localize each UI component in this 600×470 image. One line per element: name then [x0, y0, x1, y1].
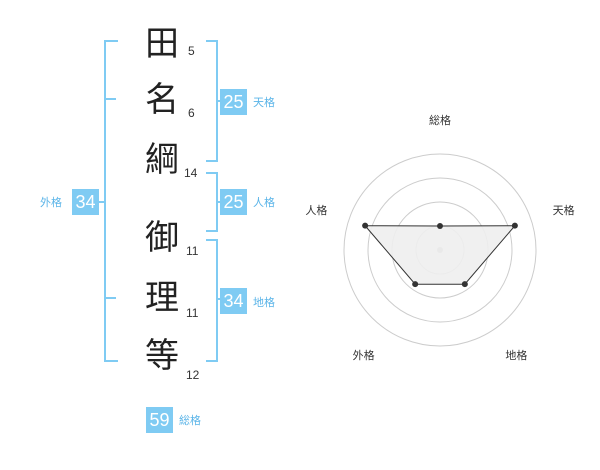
stroke-count-1: 5: [188, 44, 195, 58]
chikaku-label: 地格: [253, 296, 275, 309]
jinkaku-connector: [216, 201, 222, 203]
radar-point: [362, 222, 369, 229]
radar-point: [461, 281, 468, 288]
name-char-6: 等: [145, 336, 179, 376]
name-char-1: 田: [145, 24, 179, 64]
soukaku-label: 総格: [179, 414, 201, 427]
gaikaku-bracket-tick: [104, 297, 116, 299]
chikaku-bracket: [206, 239, 218, 362]
stroke-count-4: 11: [186, 244, 199, 258]
jinkaku-label: 人格: [253, 196, 275, 209]
radar-axis-label: 総格: [429, 113, 451, 127]
radar-point: [437, 223, 443, 229]
stroke-count-6: 12: [186, 368, 200, 382]
name-char-3: 綱: [145, 140, 179, 180]
radar-grid-ring: [343, 153, 537, 347]
jinkaku-value: 25: [220, 189, 247, 215]
radar-axis-label: 人格: [305, 203, 327, 217]
tenkaku-value: 25: [220, 89, 247, 115]
gaikaku-connector: [98, 201, 106, 203]
radar-axis-label: 天格: [553, 203, 575, 217]
chikaku-connector: [216, 298, 222, 300]
name-char-4: 御: [145, 218, 179, 258]
name-char-5: 理: [145, 278, 179, 318]
radar-polygon: [364, 225, 516, 285]
gaikaku-bracket-tick: [104, 98, 116, 100]
radar-grid-ring: [367, 177, 513, 323]
tenkaku-connector: [216, 100, 222, 102]
stroke-count-3: 14: [184, 166, 198, 180]
stroke-count-2: 6: [188, 106, 195, 120]
radar-axis-label: 地格: [505, 348, 527, 362]
name-char-2: 名: [145, 80, 179, 120]
soukaku-value: 59: [146, 407, 173, 433]
radar-point: [511, 222, 518, 229]
tenkaku-label: 天格: [253, 96, 275, 109]
gaikaku-value: 34: [72, 189, 99, 215]
stroke-count-5: 11: [186, 306, 199, 320]
radar-axis-label: 外格: [353, 348, 375, 362]
chikaku-value: 34: [220, 288, 247, 314]
gaikaku-label: 外格: [40, 196, 62, 209]
radar-point: [412, 281, 419, 288]
